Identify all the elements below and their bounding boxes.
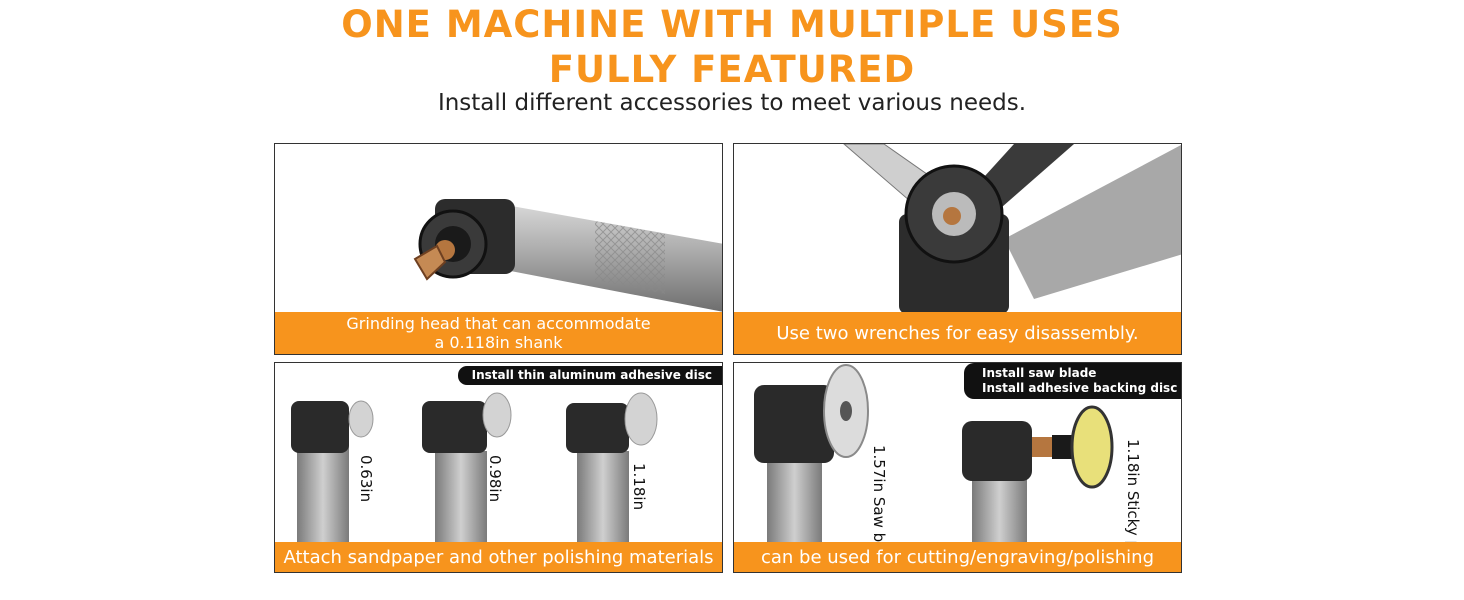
saw-blade-size: 1.57in <box>870 445 888 493</box>
install-tag-line1: Install saw blade <box>982 366 1097 380</box>
caption-text: Attach sandpaper and other polishing mat… <box>283 546 714 568</box>
caption-line2: a 0.118in shank <box>434 333 563 352</box>
caption-text: Use two wrenches for easy disassembly. <box>776 322 1139 344</box>
install-tag: Install saw blade Install adhesive backi… <box>964 363 1181 399</box>
caption-banner: Attach sandpaper and other polishing mat… <box>275 542 722 572</box>
page-subtitle: Install different accessories to meet va… <box>437 90 1027 116</box>
panel-saw-blade: Install saw blade Install adhesive backi… <box>733 362 1182 573</box>
size-label-medium: 0.98in <box>486 455 504 503</box>
install-tag-line2: Install adhesive backing disc <box>982 381 1178 395</box>
size-label-large: 1.18in <box>630 463 648 511</box>
caption-banner: Use two wrenches for easy disassembly. <box>734 312 1181 354</box>
page-title-line1: ONE MACHINE WITH MULTIPLE USES <box>341 3 1123 46</box>
size-label-small: 0.63in <box>357 455 375 503</box>
wrenches-image <box>843 144 1181 314</box>
caption-text: can be used for cutting/engraving/polish… <box>760 546 1155 568</box>
panel-wrenches: Use two wrenches for easy disassembly. <box>733 143 1182 355</box>
sticky-plate-size: 1.18in <box>1124 439 1142 487</box>
caption-banner: Grinding head that can accommodate a 0.1… <box>275 312 722 354</box>
panel-adhesive-discs: Install thin aluminum adhesive disc 0.63… <box>274 362 723 573</box>
panel-grinding-head: Grinding head that can accommodate a 0.1… <box>274 143 723 355</box>
caption-banner: can be used for cutting/engraving/polish… <box>734 542 1181 572</box>
grinding-head-image <box>413 199 722 312</box>
install-tag: Install thin aluminum adhesive disc <box>457 366 722 385</box>
caption-line1: Grinding head that can accommodate <box>346 314 651 333</box>
page-title-line2: FULLY FEATURED <box>548 48 916 91</box>
